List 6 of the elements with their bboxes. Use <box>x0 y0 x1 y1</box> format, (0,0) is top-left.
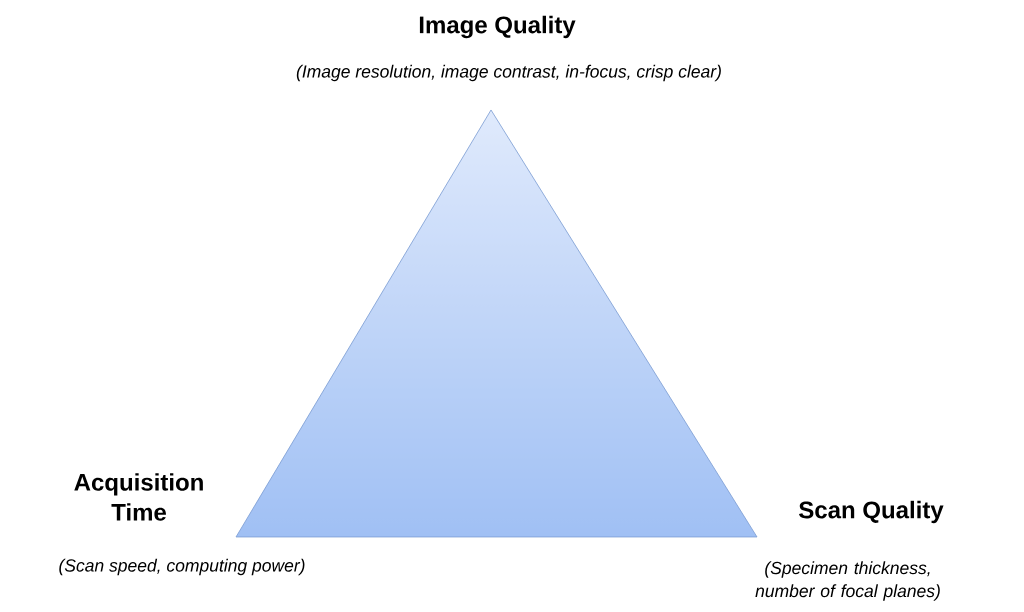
vertex-description: (Scan speed, computing power) <box>59 558 305 576</box>
vertex-description: (Specimen thickness, number of focal planes) <box>755 561 940 601</box>
vertex-heading: Image Quality <box>419 15 576 39</box>
vertex-heading: Acquisition Time <box>74 473 203 521</box>
vertex-description: (Image resolution, image contrast, in-focus, crisp clear) <box>296 64 721 82</box>
vertex-heading: Scan Quality <box>799 500 944 524</box>
